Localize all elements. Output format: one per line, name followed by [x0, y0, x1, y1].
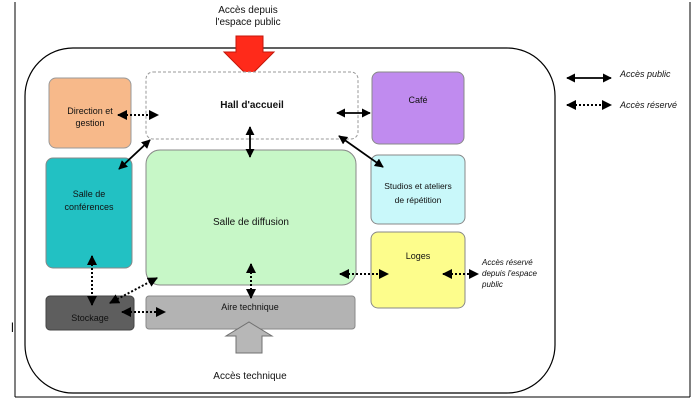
- room-loges: [370, 231, 466, 309]
- room-diffusion-label: Salle de diffusion: [213, 217, 289, 228]
- legend-public-label: Accès public: [619, 69, 671, 79]
- entrance-top-line1: Accès depuis: [218, 5, 277, 16]
- entrance-top-line2: l'espace public: [215, 17, 280, 28]
- public-entrance-arrow: [222, 35, 276, 78]
- room-studios-line1: Studios et ateliers: [384, 181, 452, 191]
- reserved-external-line3: public: [481, 280, 503, 289]
- reserved-external-line1: Accès réservé: [481, 258, 533, 267]
- room-conferences-line1: Salle de: [73, 189, 106, 199]
- room-direction-line1: Direction et: [67, 106, 113, 116]
- legend: Accès public Accès réservé: [566, 69, 677, 110]
- room-studios: [370, 154, 466, 225]
- link-hall-studios: [338, 135, 384, 168]
- room-technique-label: Aire technique: [221, 302, 279, 312]
- link-stockage-diffusion: [109, 277, 158, 304]
- stray-character: l: [11, 320, 14, 335]
- room-cafe: [371, 71, 465, 145]
- technical-entrance-arrow: [224, 321, 274, 354]
- room-loges-label: Loges: [406, 251, 431, 261]
- legend-reserved-label: Accès réservé: [619, 100, 677, 110]
- room-conferences-line2: conférences: [64, 202, 114, 212]
- room-conferences: [45, 157, 133, 269]
- reserved-external-line2: depuis l'espace: [482, 269, 537, 278]
- link-hall-conferences: [118, 139, 151, 170]
- room-cafe-label: Café: [408, 95, 427, 105]
- room-direction-line2: gestion: [75, 118, 104, 128]
- room-stockage-label: Stockage: [71, 313, 109, 323]
- entrance-bottom-label: Accès technique: [213, 371, 287, 382]
- room-hall-label: Hall d'accueil: [220, 100, 284, 111]
- room-studios-line2: de répétition: [395, 195, 442, 205]
